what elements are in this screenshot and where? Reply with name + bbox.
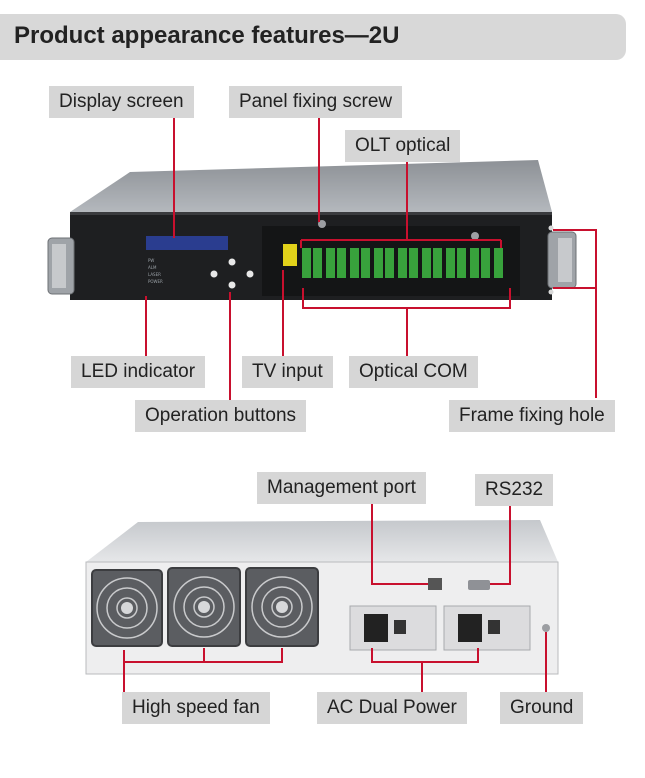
label-olt-optical: OLT optical bbox=[345, 130, 461, 162]
label-tv-input: TV input bbox=[242, 356, 333, 388]
section-header: Product appearance features—2U bbox=[0, 14, 626, 60]
label-ac-dual-power: AC Dual Power bbox=[317, 692, 467, 724]
svg-text:PW: PW bbox=[148, 258, 154, 263]
label-high-speed-fan: High speed fan bbox=[122, 692, 270, 724]
front-panel-unit: PW ALM LASER POWER bbox=[47, 160, 577, 300]
rear-panel-unit bbox=[85, 520, 559, 675]
label-frame-fixing-hole: Frame fixing hole bbox=[449, 400, 615, 432]
callout-lines bbox=[123, 116, 597, 692]
label-optical-com: Optical COM bbox=[349, 356, 478, 388]
label-management-port: Management port bbox=[257, 472, 426, 504]
label-rs232: RS232 bbox=[475, 474, 554, 506]
label-panel-fixing-screw: Panel fixing screw bbox=[229, 86, 403, 118]
label-display-screen: Display screen bbox=[49, 86, 194, 118]
svg-text:LASER: LASER bbox=[148, 272, 161, 277]
label-ground: Ground bbox=[500, 692, 584, 724]
label-led-indicator: LED indicator bbox=[71, 356, 206, 388]
label-operation-buttons: Operation buttons bbox=[135, 400, 307, 432]
page-title: Product appearance features—2U bbox=[14, 22, 400, 49]
svg-text:POWER: POWER bbox=[148, 279, 163, 284]
svg-text:ALM: ALM bbox=[148, 265, 157, 270]
